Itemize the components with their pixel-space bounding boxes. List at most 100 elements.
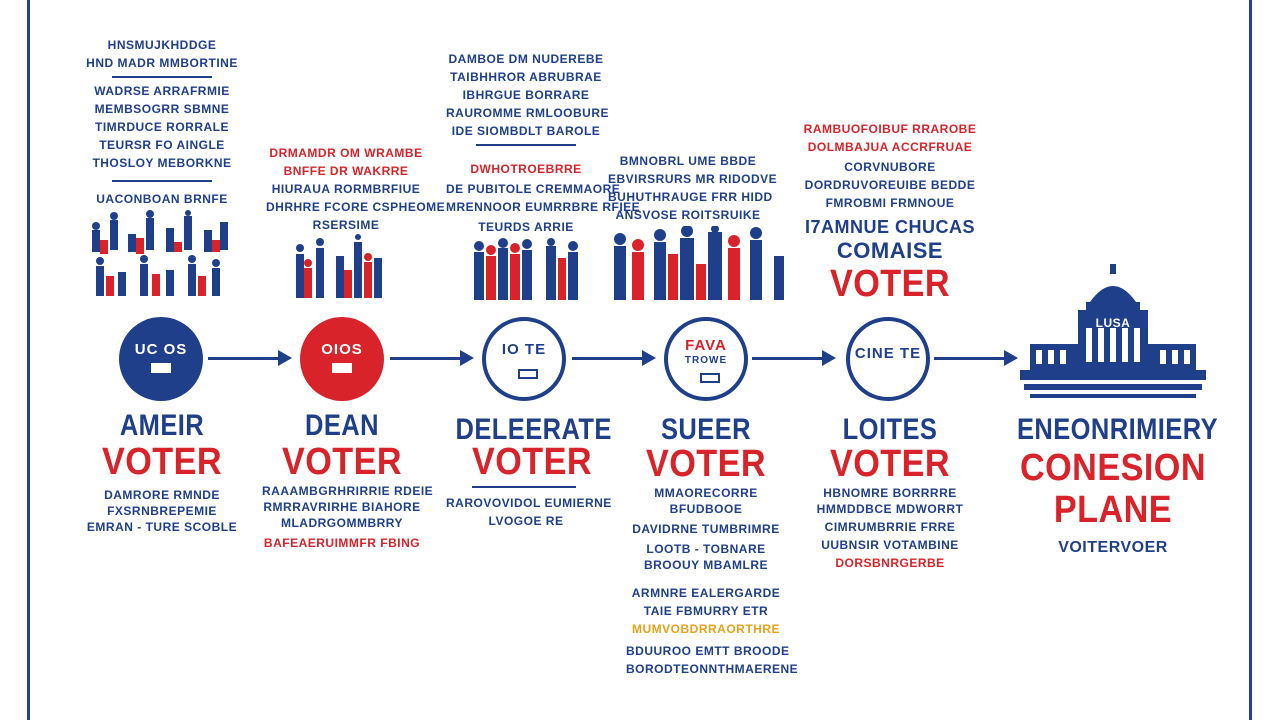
stage6-red-line-1: CONESION bbox=[1019, 447, 1207, 489]
stage4-top-text-3: ANSVOSE ROITSRUIKE bbox=[615, 208, 761, 222]
stage5-bottom-text-4: DORSBNRGERBE bbox=[835, 556, 945, 570]
stage4-bottom-text-1: BFUDBOOE bbox=[669, 502, 743, 516]
stage2-bottom-text-1: RMRRAVRIRHE BIAHORE bbox=[263, 500, 421, 514]
stage3-people-illustration bbox=[474, 238, 578, 300]
stage1-top-text-1: HND MADR MMBORTINE bbox=[86, 56, 238, 70]
stage5-top-text-3: DORDRUVOREUIBE BEDDE bbox=[804, 178, 976, 192]
stage1-top-text-6: THOSLOY MEBORKNE bbox=[92, 156, 232, 170]
stage1-circle-icon: UC OS bbox=[119, 317, 203, 401]
stage6-red-line-2: PLANE bbox=[1053, 489, 1173, 531]
stage3-rule-1 bbox=[476, 144, 576, 146]
arrow-3 bbox=[572, 350, 656, 366]
stage3-heading: DELEERATE bbox=[455, 413, 612, 446]
stage5-bottom-text-2: CIMRUMBRRIE FRRE bbox=[824, 520, 956, 534]
stage1-top-text-0: HNSMUJKHDDGE bbox=[107, 38, 217, 52]
stage2-top-text-4: RSERSIME bbox=[312, 218, 380, 232]
stage3-circle-code: IO TE bbox=[501, 341, 547, 358]
stage1-rule-2 bbox=[112, 180, 212, 182]
stage4-heading: SUEER bbox=[661, 413, 751, 446]
stage4-bottom-text-2: DAVIDRNE TUMBRIMRE bbox=[632, 522, 780, 536]
stage3-top-text-7: MRENNOOR EUMRRBRE RFIEE bbox=[446, 200, 641, 214]
stage4-circle-sub: TROWE bbox=[684, 355, 728, 366]
stage5-top-text-0: RAMBUOFOIBUF RRAROBE bbox=[803, 122, 977, 136]
stage4-top-text-1: EBVIRSRURS MR RIDODVE bbox=[608, 172, 778, 186]
stage1-heading: AMEIR bbox=[119, 409, 205, 442]
stage1-rule-1 bbox=[112, 76, 212, 78]
stage3-ballot-slot bbox=[518, 369, 538, 379]
stage3-top-text-4: IDE SIOMBDLT BAROLE bbox=[451, 124, 601, 138]
stage1-top-text-5: TEURSR FO AINGLE bbox=[99, 138, 225, 152]
stage5-top-text-4: FMROBMI FRMNOUE bbox=[825, 196, 955, 210]
stage3-bottom-text-1: LVOGOE RE bbox=[488, 514, 564, 528]
stage4-top-text-2: BUHUTHRAUGE FRR HIDD bbox=[608, 190, 773, 204]
stage5-bottom-text-1: HMMDDBCE MDWORRT bbox=[816, 502, 964, 516]
stage3-top-text-6: DE PUBITOLE CREMMAORE bbox=[446, 182, 621, 196]
stage3-voter-label: VOTER bbox=[471, 441, 593, 483]
stage4-top-text-0: BMNOBRL UME BBDE bbox=[619, 154, 757, 168]
stage2-people-illustration bbox=[296, 234, 382, 298]
stage5-top-heading-1: COMAISE bbox=[836, 238, 944, 263]
stage2-ballot-slot bbox=[332, 363, 352, 373]
stage4-voter-label: VOTER bbox=[645, 443, 767, 485]
stage4-circle-code: FAVA bbox=[685, 337, 727, 354]
stage5-top-text-2: CORVNUBORE bbox=[844, 160, 936, 174]
stage3-bottom-text-0: RAROVOVIDOL EUMIERNE bbox=[446, 496, 612, 510]
stage2-top-text-0: DRMAMDR OM WRAMBE bbox=[269, 146, 423, 160]
stage5-top-text-1: DOLMBAJUA ACCRFRUAE bbox=[807, 140, 973, 154]
stage4-bottom-text-0: MMAORECORRE bbox=[654, 486, 758, 500]
stage4-people-illustration bbox=[614, 226, 784, 300]
capitol-building-icon bbox=[1020, 264, 1206, 398]
stage3-top-text-3: RAUROMME RMLOOBURE bbox=[446, 106, 609, 120]
stage3-top-text-0: DAMBOE DM NUDEREBE bbox=[448, 52, 604, 66]
stage3-top-text-8: TEURDS ARRIE bbox=[478, 220, 574, 234]
stage3-top-text-1: TAIBHHROR ABRUBRAE bbox=[450, 70, 602, 84]
stage1-ballot-slot bbox=[151, 363, 171, 373]
stage2-top-text-3: DHRHRE FCORE CSPHEOME bbox=[266, 200, 446, 214]
stage3-top-text-5: DWHOTROEBRRE bbox=[470, 162, 582, 176]
stage1-voter-label: VOTER bbox=[101, 441, 223, 483]
stage1-top-text-3: MEMBSOGRR SBMNE bbox=[94, 102, 230, 116]
stage1-bottom-text-0: DAMRORE RMNDE bbox=[104, 488, 220, 502]
stage5-top-heading-0: I7AMNUE CHUCAS bbox=[804, 217, 975, 237]
arrow-1 bbox=[208, 350, 292, 366]
stage5-bottom-text-0: HBNOMRE BORRRRE bbox=[823, 486, 957, 500]
stage1-bottom-text-1: FXSRNBREPEMIE bbox=[107, 504, 217, 518]
stage2-bottom-text-2: MLADRGOMMBRRY bbox=[280, 516, 404, 530]
stage5-bottom-text-3: UUBNSIR VOTAMBINE bbox=[821, 538, 959, 552]
stage4-circle-icon: FAVA TROWE bbox=[664, 317, 748, 401]
capitol-label: LUSA bbox=[1095, 316, 1131, 330]
stage4-ballot-slot bbox=[700, 373, 720, 383]
stage3-top-text-2: IBHRGUE BORRARE bbox=[462, 88, 590, 102]
stage4-bottom-text-8: BDUUROO EMTT BROODE bbox=[626, 644, 790, 658]
stage4-bottom-text-5: ARMNRE EALERGARDE bbox=[631, 586, 781, 600]
stage4-bottom-text-9: BORODTEONNTHMAERENE bbox=[626, 662, 799, 676]
stage1-bottom-text-2: EMRAN - TURE SCOBLE bbox=[86, 520, 238, 534]
stage2-circle-code: OIOS bbox=[321, 341, 363, 358]
stage1-circle-code: UC OS bbox=[134, 341, 188, 358]
stage6-subtitle: VOITERVOER bbox=[1058, 539, 1168, 556]
stage4-bottom-text-7: MUMVOBDRRAORTHRE bbox=[632, 622, 780, 636]
stage1-top-text-7: UACONBOAN BRNFE bbox=[96, 192, 228, 206]
stage2-circle-icon: OIOS bbox=[300, 317, 384, 401]
stage5-circle-icon: CINE TE bbox=[846, 317, 930, 401]
stage4-bottom-text-4: BROOUY MBAMLRE bbox=[643, 558, 769, 572]
stage1-top-text-2: WADRSE ARRAFRMIE bbox=[94, 84, 230, 98]
arrow-5 bbox=[934, 350, 1018, 366]
stage2-top-text-1: BNFFE DR WAKRRE bbox=[283, 164, 409, 178]
stage4-bottom-text-3: LOOTB - TOBNARE bbox=[646, 542, 766, 556]
stage1-top-text-4: TIMRDUCE RORRALE bbox=[95, 120, 229, 134]
arrow-4 bbox=[752, 350, 836, 366]
stage6-heading: ENEONRIMIERY bbox=[1016, 413, 1219, 446]
stage3-rule-2 bbox=[472, 486, 576, 488]
stage1-people-illustration bbox=[92, 210, 228, 296]
stage2-bottom-text-3: BAFEAERUIMMFR FBING bbox=[263, 536, 421, 550]
stage4-bottom-text-6: TAIE FBMURRY ETR bbox=[643, 604, 769, 618]
stage2-top-text-2: HIURAUA RORMBRFIUE bbox=[271, 182, 421, 196]
arrow-2 bbox=[390, 350, 474, 366]
right-border bbox=[1249, 0, 1252, 720]
left-border bbox=[27, 0, 30, 720]
stage3-circle-icon: IO TE bbox=[482, 317, 566, 401]
stage5-heading: LOITES bbox=[842, 413, 938, 446]
stage5-circle-code: CINE TE bbox=[854, 345, 922, 362]
stage2-heading: DEAN bbox=[305, 409, 379, 442]
